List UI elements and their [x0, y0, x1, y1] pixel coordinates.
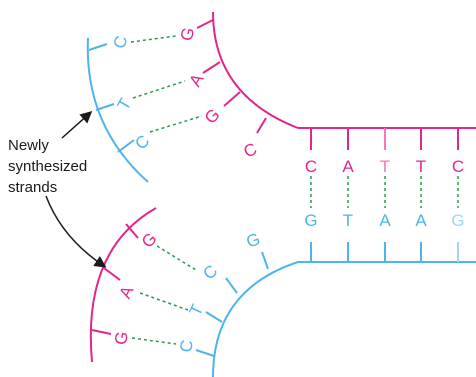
base-letter: A [415, 211, 427, 230]
base-pair-dash [130, 35, 177, 43]
base-pair-dash [132, 80, 186, 99]
base-letter: T [380, 157, 390, 176]
base-pair-dash [156, 245, 197, 271]
base-pair-dash [131, 337, 177, 345]
tick [103, 267, 121, 281]
tick [223, 91, 241, 107]
base-letter: C [110, 34, 132, 51]
base-letter: C [241, 139, 260, 161]
base-letter: G [111, 330, 132, 346]
newly-synthesized-label: Newly synthesized strands [8, 111, 107, 268]
tick [205, 311, 223, 323]
arrow-to-upper-new-strand [61, 111, 93, 139]
base-letter: C [305, 157, 317, 176]
upper-new-backbone [86, 37, 149, 183]
base-letter: T [416, 157, 426, 176]
tick [202, 61, 221, 74]
base-letter: G [304, 211, 317, 230]
tick [125, 223, 139, 239]
label-line-1: Newly [8, 137, 49, 154]
lower-old-backbone [212, 261, 299, 377]
tick [256, 117, 267, 134]
base-letter: C [199, 261, 221, 283]
base-letter: T [186, 301, 208, 318]
base-letter: G [451, 211, 464, 230]
tick [261, 251, 269, 270]
base-pair-dash [149, 115, 203, 133]
base-letter: G [201, 105, 224, 128]
tick [91, 329, 112, 335]
base-letter: G [244, 229, 263, 251]
label-line-3: strands [8, 179, 57, 196]
base-letter: A [115, 282, 137, 301]
base-letter: G [177, 25, 199, 43]
arrow-to-lower-new-strand [45, 195, 107, 268]
base-letter: G [138, 229, 161, 252]
tick [117, 139, 135, 153]
tick [225, 277, 238, 294]
label-line-2: synthesized [8, 158, 87, 175]
tick [95, 103, 115, 111]
tick [88, 43, 108, 51]
base-letter: C [131, 131, 153, 153]
parental-duplex: C A T T C G T A A G [298, 127, 476, 263]
base-letter: C [176, 338, 197, 353]
base-letter: T [343, 211, 353, 230]
base-pair-dash [139, 292, 189, 311]
tick [196, 19, 214, 29]
base-letter: T [114, 95, 136, 113]
lower-fork-arm: G C T C G A G [89, 207, 299, 377]
upper-fork-arm: G A G C C T C [86, 11, 299, 183]
base-letter: A [342, 157, 354, 176]
tick [195, 349, 215, 357]
base-letter: C [452, 157, 464, 176]
base-letter: A [379, 211, 391, 230]
upper-old-backbone [212, 11, 299, 129]
